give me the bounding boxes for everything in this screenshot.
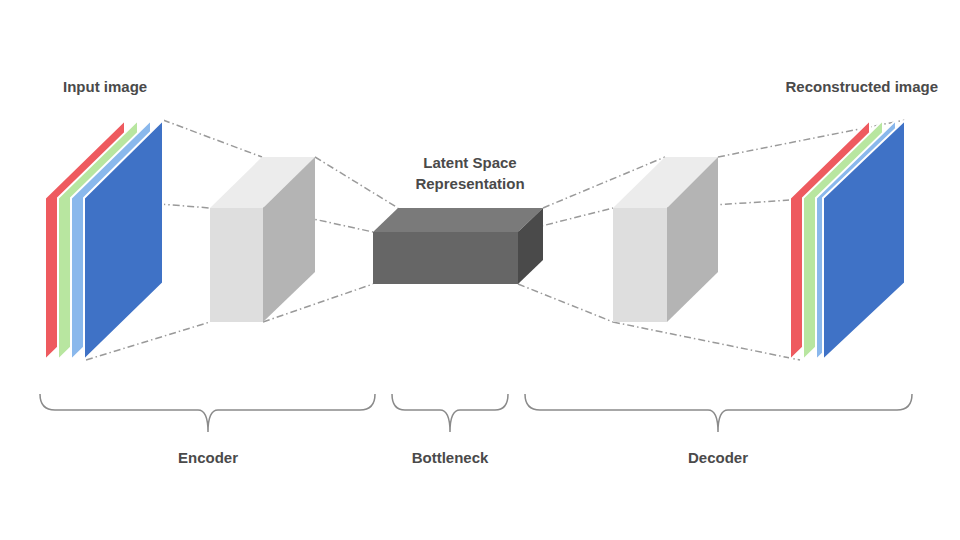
- block-front: [373, 232, 518, 284]
- bottleneck-bracket: [392, 394, 508, 432]
- projection-lines: [86, 120, 905, 360]
- front-channel: [823, 120, 905, 360]
- front-channel: [84, 120, 163, 360]
- section-label: Decoder: [618, 448, 818, 468]
- decoder-bracket: [525, 394, 912, 432]
- reconstructed-image-stack: [790, 120, 905, 360]
- section-label: Encoder: [108, 448, 308, 468]
- projection-line: [613, 322, 800, 360]
- input-image-stack: [45, 120, 163, 360]
- block-front: [210, 208, 263, 322]
- block-side: [518, 208, 543, 284]
- part-heading: Input image: [63, 76, 213, 97]
- encoder-block: [210, 157, 315, 322]
- part-heading: Latent Space Representation: [405, 152, 535, 194]
- projection-line: [163, 120, 262, 157]
- image-part-node: Input image: [40, 76, 220, 366]
- block-side: [263, 157, 315, 322]
- projection-line: [315, 157, 398, 208]
- part-heading: Reconstructed image: [752, 76, 938, 97]
- image-part-node: Reconstructed image: [750, 76, 942, 366]
- section-label: Bottleneck: [350, 448, 550, 468]
- block-front: [613, 208, 667, 322]
- decoder-block: [613, 157, 718, 322]
- image-part-node: Latent Space Representation: [370, 152, 570, 292]
- block-top: [373, 208, 543, 232]
- brackets: [40, 394, 912, 432]
- encoder-bracket: [40, 394, 375, 432]
- latent-block: [373, 208, 543, 284]
- projection-line: [518, 284, 613, 322]
- block-side: [667, 157, 718, 322]
